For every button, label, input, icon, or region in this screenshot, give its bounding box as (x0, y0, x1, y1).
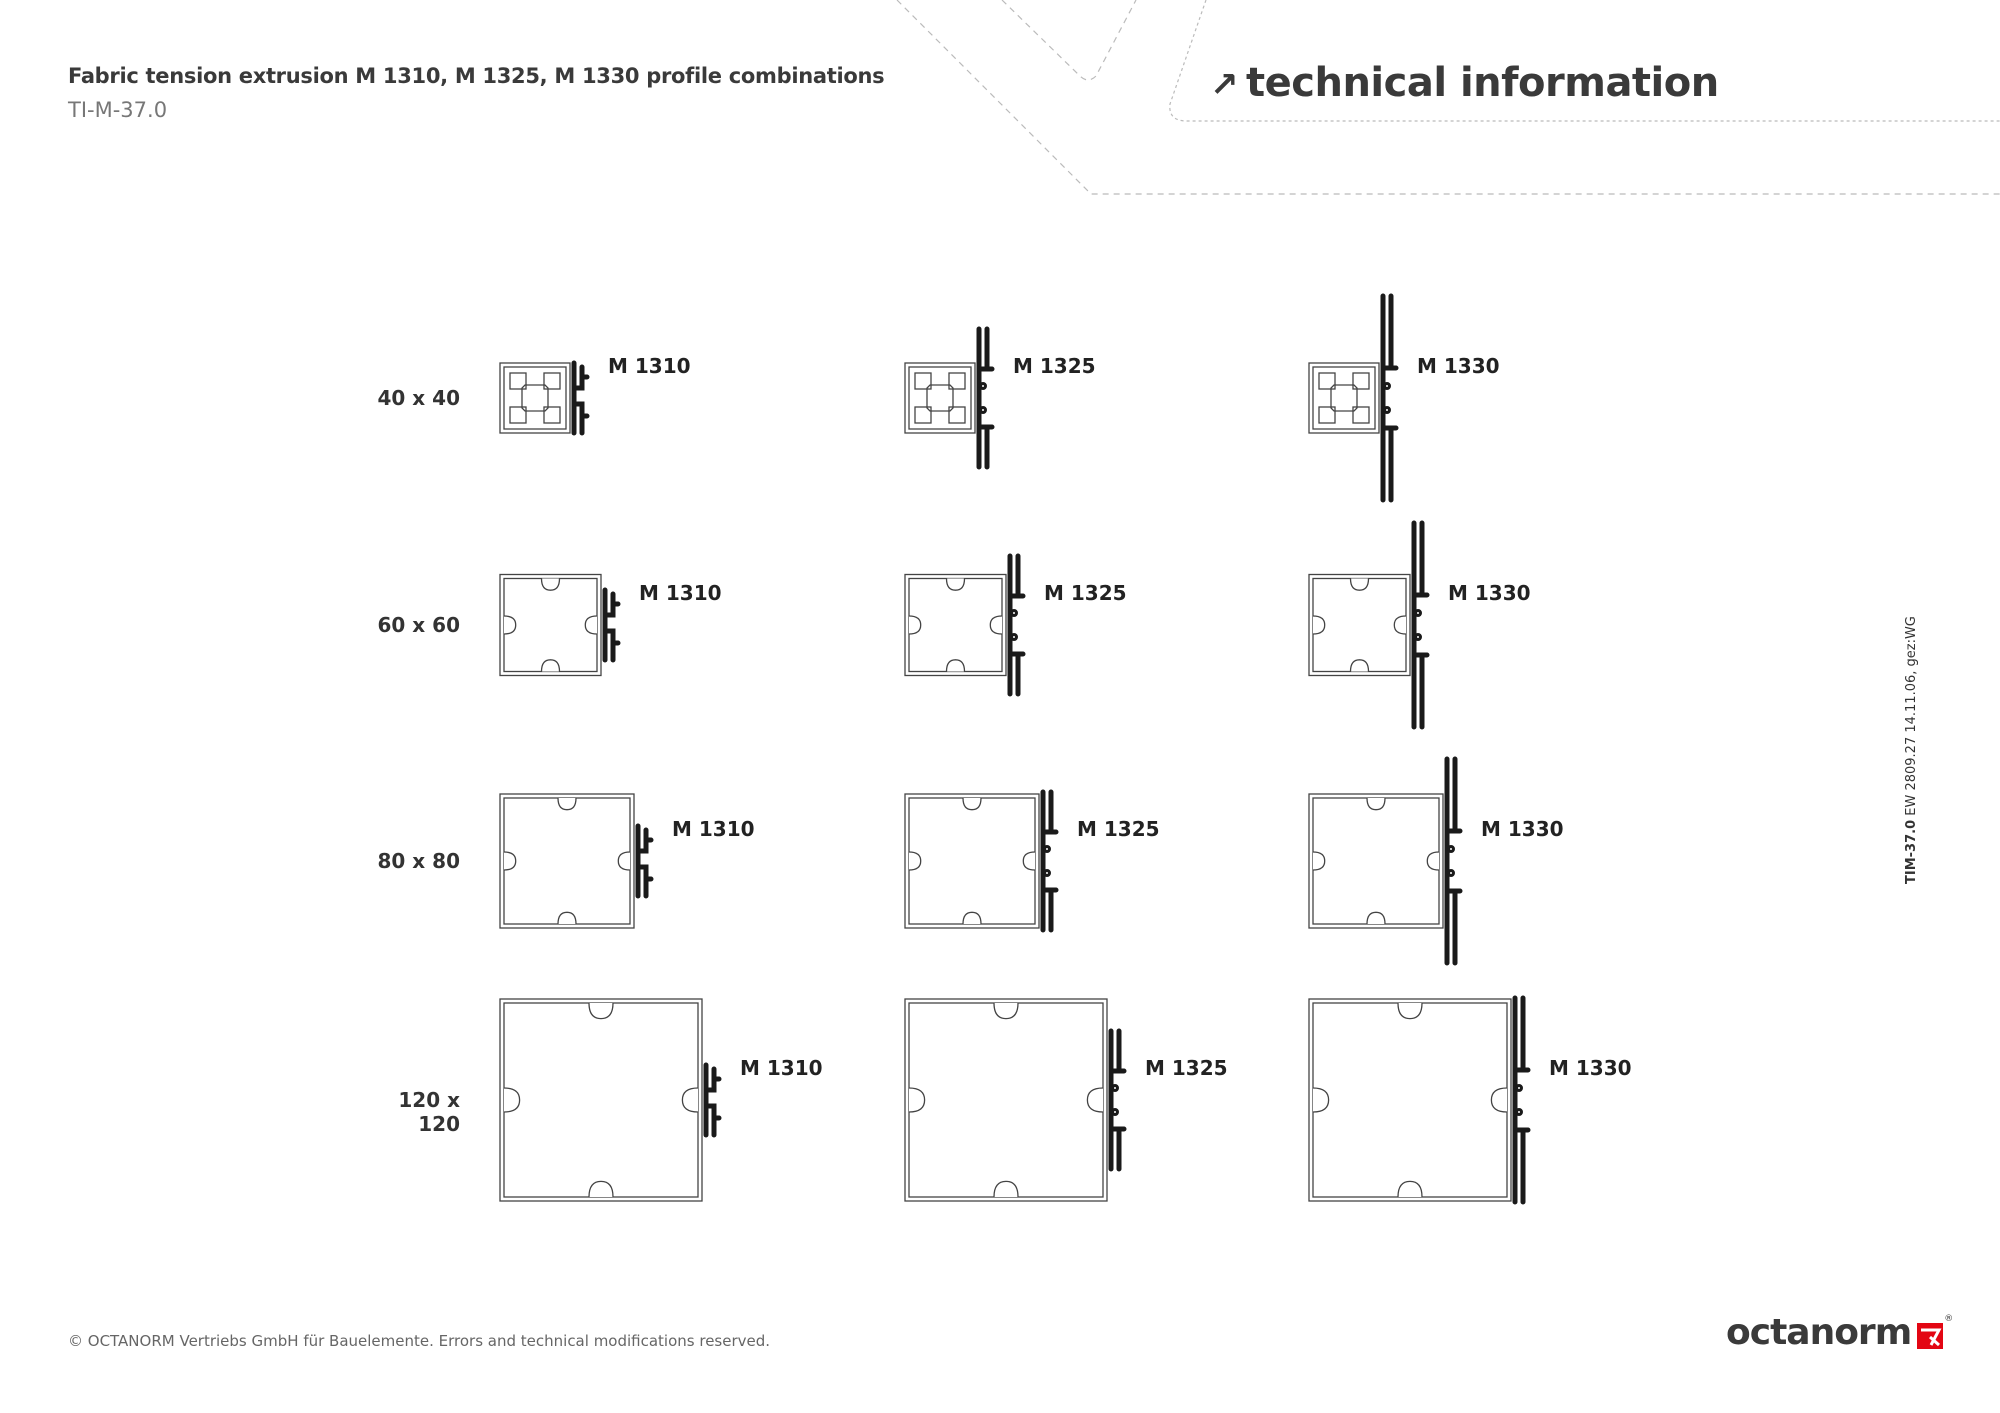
fabric-extrusion-m1330 (1411, 520, 1430, 730)
profile-combination (904, 998, 1127, 1202)
document-title: Fabric tension extrusion M 1310, M 1325,… (68, 64, 885, 88)
extrusion-label: M 1310 (639, 581, 722, 605)
profile-combination (499, 998, 722, 1202)
extrusion-label: M 1325 (1145, 1056, 1228, 1080)
drawing-ref-text: EW 2809.27 14.11.06, gez:WG (1904, 616, 1919, 820)
fabric-extrusion-m1325 (1040, 789, 1059, 933)
profile-combination (1308, 520, 1430, 730)
square-profile (904, 998, 1108, 1202)
square-profile (1308, 573, 1411, 677)
square-profile (1308, 793, 1444, 929)
fabric-extrusion-m1325 (976, 326, 995, 470)
extrusion-label: M 1330 (1448, 581, 1531, 605)
profile-combination (904, 789, 1059, 933)
size-label: 80 x 80 (377, 849, 461, 873)
profile-combination (499, 573, 621, 677)
extrusion-label: M 1310 (740, 1056, 823, 1080)
square-profile (499, 362, 571, 434)
fabric-extrusion-m1325 (1108, 1028, 1127, 1172)
fabric-extrusion-m1330 (1444, 756, 1463, 966)
fabric-extrusion-m1330 (1380, 293, 1399, 503)
extrusion-label: M 1310 (608, 354, 691, 378)
extrusion-label: M 1330 (1549, 1056, 1632, 1080)
fabric-extrusion-m1310 (571, 360, 590, 436)
registered-mark: ® (1944, 1313, 1953, 1324)
profile-combination (499, 360, 590, 436)
extrusion-label: M 1325 (1077, 817, 1160, 841)
extrusion-label: M 1325 (1013, 354, 1096, 378)
copyright-note: © OCTANORM Vertriebs GmbH für Bauelement… (68, 1332, 771, 1350)
fabric-extrusion-m1325 (1007, 553, 1026, 697)
profile-combination (499, 793, 654, 929)
size-label: 120 x 120 (398, 1088, 460, 1136)
square-profile (499, 793, 635, 929)
square-profile (1308, 362, 1380, 434)
logo-text: octanorm (1726, 1312, 1912, 1353)
drawing-reference: TIM-37.0 EW 2809.27 14.11.06, gez:WG (1904, 616, 1919, 884)
extrusion-label: M 1330 (1481, 817, 1564, 841)
document-id: TI-M-37.0 (68, 98, 168, 122)
square-profile (904, 793, 1040, 929)
profile-combination (904, 326, 995, 470)
square-profile (904, 573, 1007, 677)
size-label: 60 x 60 (377, 613, 461, 637)
extrusion-label: M 1325 (1044, 581, 1127, 605)
square-profile (499, 998, 703, 1202)
octanorm-logo: octanorm ® (1726, 1312, 1953, 1353)
fabric-extrusion-m1310 (703, 1062, 722, 1138)
square-profile (499, 573, 602, 677)
extrusion-label: M 1310 (672, 817, 755, 841)
profile-combination (1308, 293, 1399, 503)
profile-combination (1308, 756, 1463, 966)
profile-combination (904, 553, 1026, 697)
fabric-extrusion-m1310 (635, 823, 654, 899)
profile-combination (1308, 995, 1531, 1205)
size-label: 40 x 40 (377, 386, 461, 410)
square-profile (1308, 998, 1512, 1202)
section-heading: ↗technical information (1210, 60, 1719, 106)
square-profile (904, 362, 976, 434)
section-title: technical information (1246, 60, 1719, 106)
drawing-ref-id: TIM-37.0 (1904, 819, 1919, 884)
fabric-extrusion-m1330 (1512, 995, 1531, 1205)
arrow-up-right-icon: ↗ (1210, 65, 1239, 105)
fabric-extrusion-m1310 (602, 587, 621, 663)
extrusion-label: M 1330 (1417, 354, 1500, 378)
logo-mark-icon (1917, 1322, 1944, 1349)
